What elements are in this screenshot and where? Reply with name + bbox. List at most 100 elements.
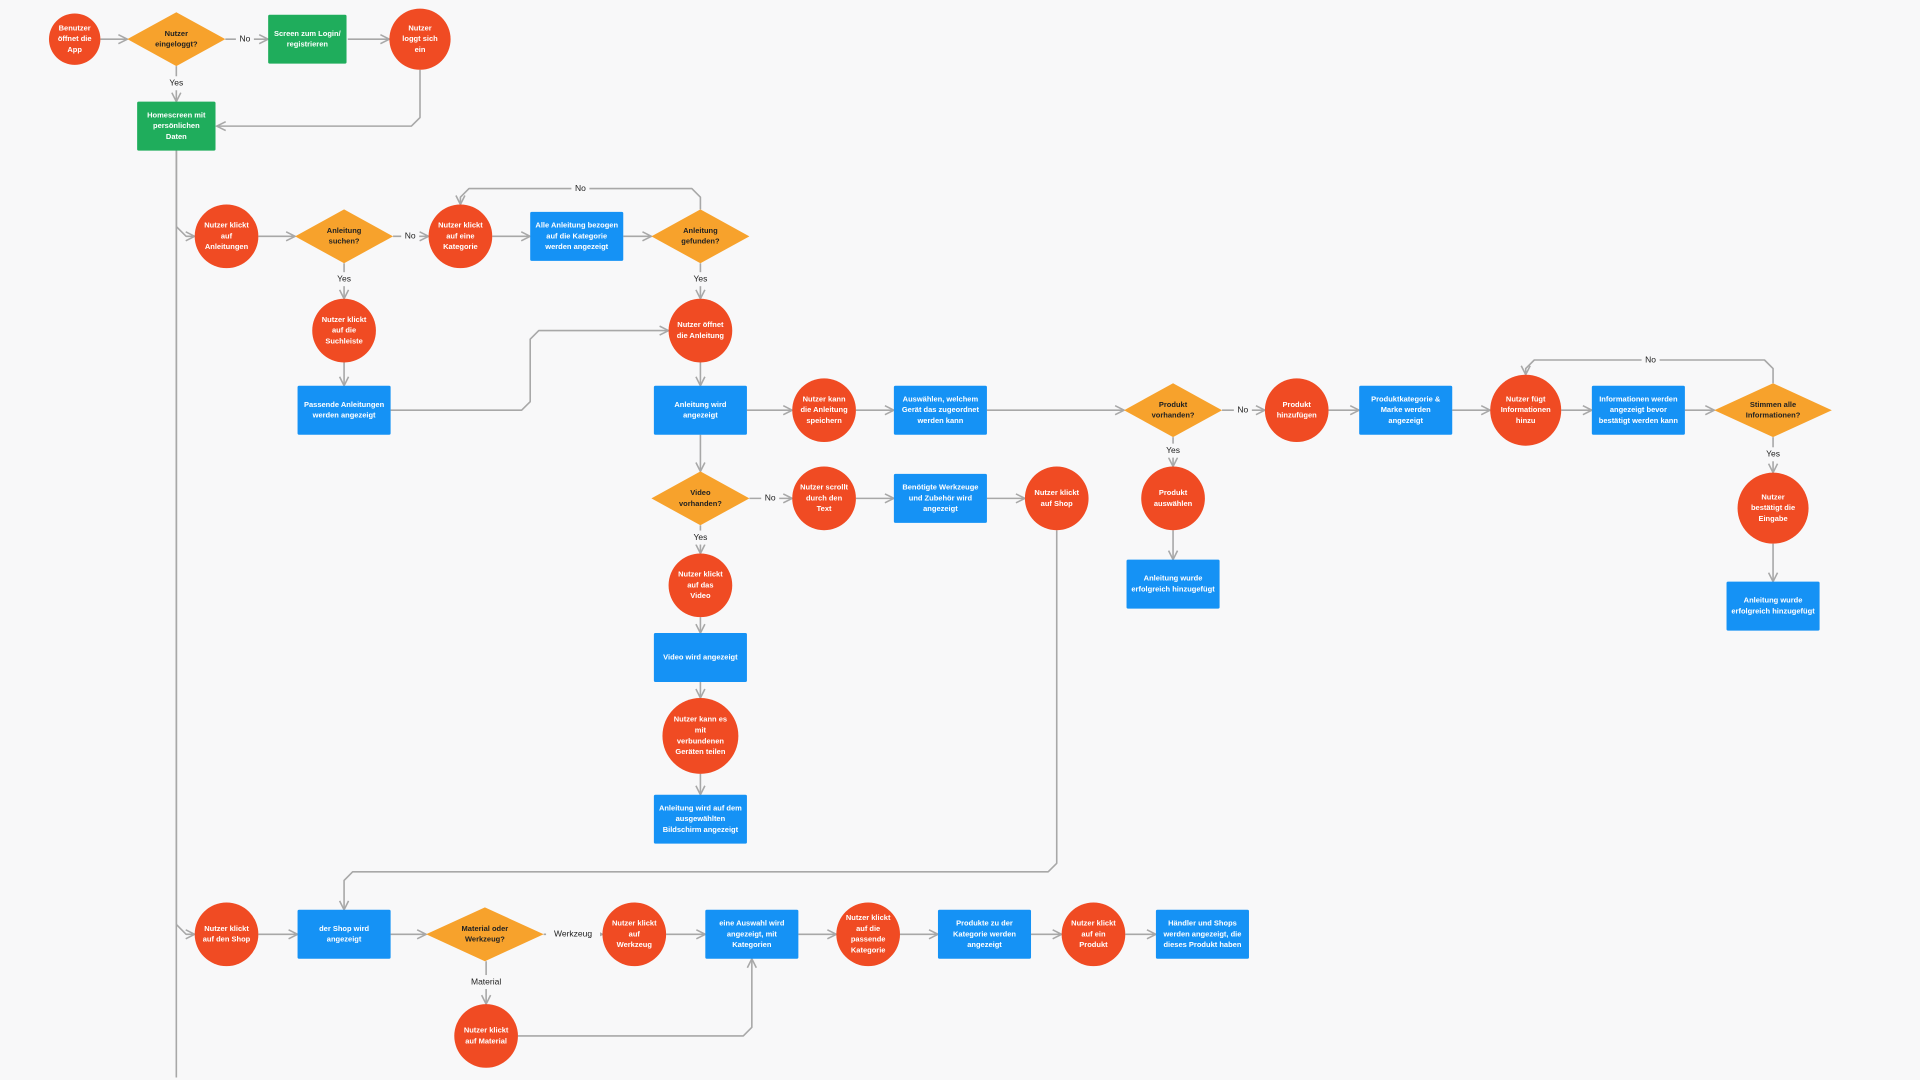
node-rect bbox=[1726, 581, 1820, 631]
node-diamond bbox=[1714, 383, 1832, 438]
node-circle bbox=[194, 204, 259, 269]
node-circle bbox=[668, 298, 733, 363]
node-label: Nutzer kann es bbox=[674, 715, 727, 724]
node-a17[interactable]: Video wird angezeigt bbox=[653, 633, 747, 683]
node-label: Nutzer bbox=[408, 23, 431, 32]
node-rect bbox=[653, 794, 747, 844]
node-label: werden angezeigt bbox=[544, 242, 608, 251]
node-circle bbox=[48, 13, 101, 65]
node-label: Nutzer klickt bbox=[438, 221, 483, 230]
node-label: auf eine bbox=[446, 231, 474, 240]
node-label: Daten bbox=[166, 132, 187, 141]
node-label: eine Auswahl wird bbox=[719, 918, 785, 927]
node-circle bbox=[389, 8, 451, 70]
edge-n4-to-n5 bbox=[217, 69, 421, 126]
node-label: Bildschirm angezeigt bbox=[663, 825, 739, 834]
node-diamond bbox=[651, 471, 750, 526]
node-a19[interactable]: Anleitung wird auf demausgewähltenBildsc… bbox=[653, 794, 747, 844]
edge-label-bg bbox=[761, 491, 780, 506]
node-label: Nutzer klickt bbox=[612, 918, 657, 927]
node-label: die Anleitung bbox=[677, 331, 725, 340]
edge-label-bg bbox=[688, 530, 713, 545]
node-label: werden angezeigt, die bbox=[1162, 929, 1241, 938]
edge-label: Yes bbox=[1761, 447, 1786, 462]
node-label: Screen zum Login/ bbox=[274, 29, 342, 38]
node-label: erfolgreich hinzugefügt bbox=[1731, 607, 1815, 616]
node-circle bbox=[792, 378, 856, 443]
node-label: vorhanden? bbox=[679, 499, 722, 508]
node-label: Geräten teilen bbox=[675, 747, 725, 756]
node-label: Werkzeug bbox=[617, 940, 653, 949]
edge-label-bg bbox=[332, 272, 357, 287]
node-label: registrieren bbox=[287, 40, 329, 49]
node-rect bbox=[937, 909, 1032, 959]
node-label: angezeigt bbox=[1388, 416, 1423, 425]
node-label: ausgewählten bbox=[676, 814, 726, 823]
node-circle bbox=[1141, 466, 1205, 531]
node-circle bbox=[454, 1004, 518, 1068]
node-label: verbundenen bbox=[677, 736, 725, 745]
node-label: ein bbox=[415, 45, 426, 54]
node-n3[interactable]: Screen zum Login/registrieren bbox=[268, 14, 347, 64]
node-circle bbox=[668, 553, 733, 618]
node-label: dieses Produkt haben bbox=[1163, 940, 1241, 949]
edges-layer bbox=[100, 39, 1773, 1078]
node-label: Video wird angezeigt bbox=[663, 653, 738, 662]
node-label: App bbox=[67, 45, 82, 54]
node-label: Nutzer bbox=[1761, 492, 1784, 501]
edge-label-bg bbox=[164, 76, 189, 91]
node-label: Nutzer kann bbox=[803, 394, 846, 403]
edge-label: No bbox=[1233, 403, 1252, 418]
edge-label: No bbox=[401, 229, 420, 244]
edge-label-text: Yes bbox=[337, 273, 351, 283]
node-circle bbox=[602, 902, 667, 967]
node-label: Informationen bbox=[1501, 405, 1551, 414]
node-label: angezeigt bevor bbox=[1610, 405, 1667, 414]
node-label: Kategorie werden bbox=[953, 929, 1016, 938]
node-label: Nutzer klickt bbox=[322, 315, 367, 324]
node-label: eingeloggt? bbox=[155, 40, 198, 49]
node-label: Anleitung bbox=[327, 226, 362, 235]
